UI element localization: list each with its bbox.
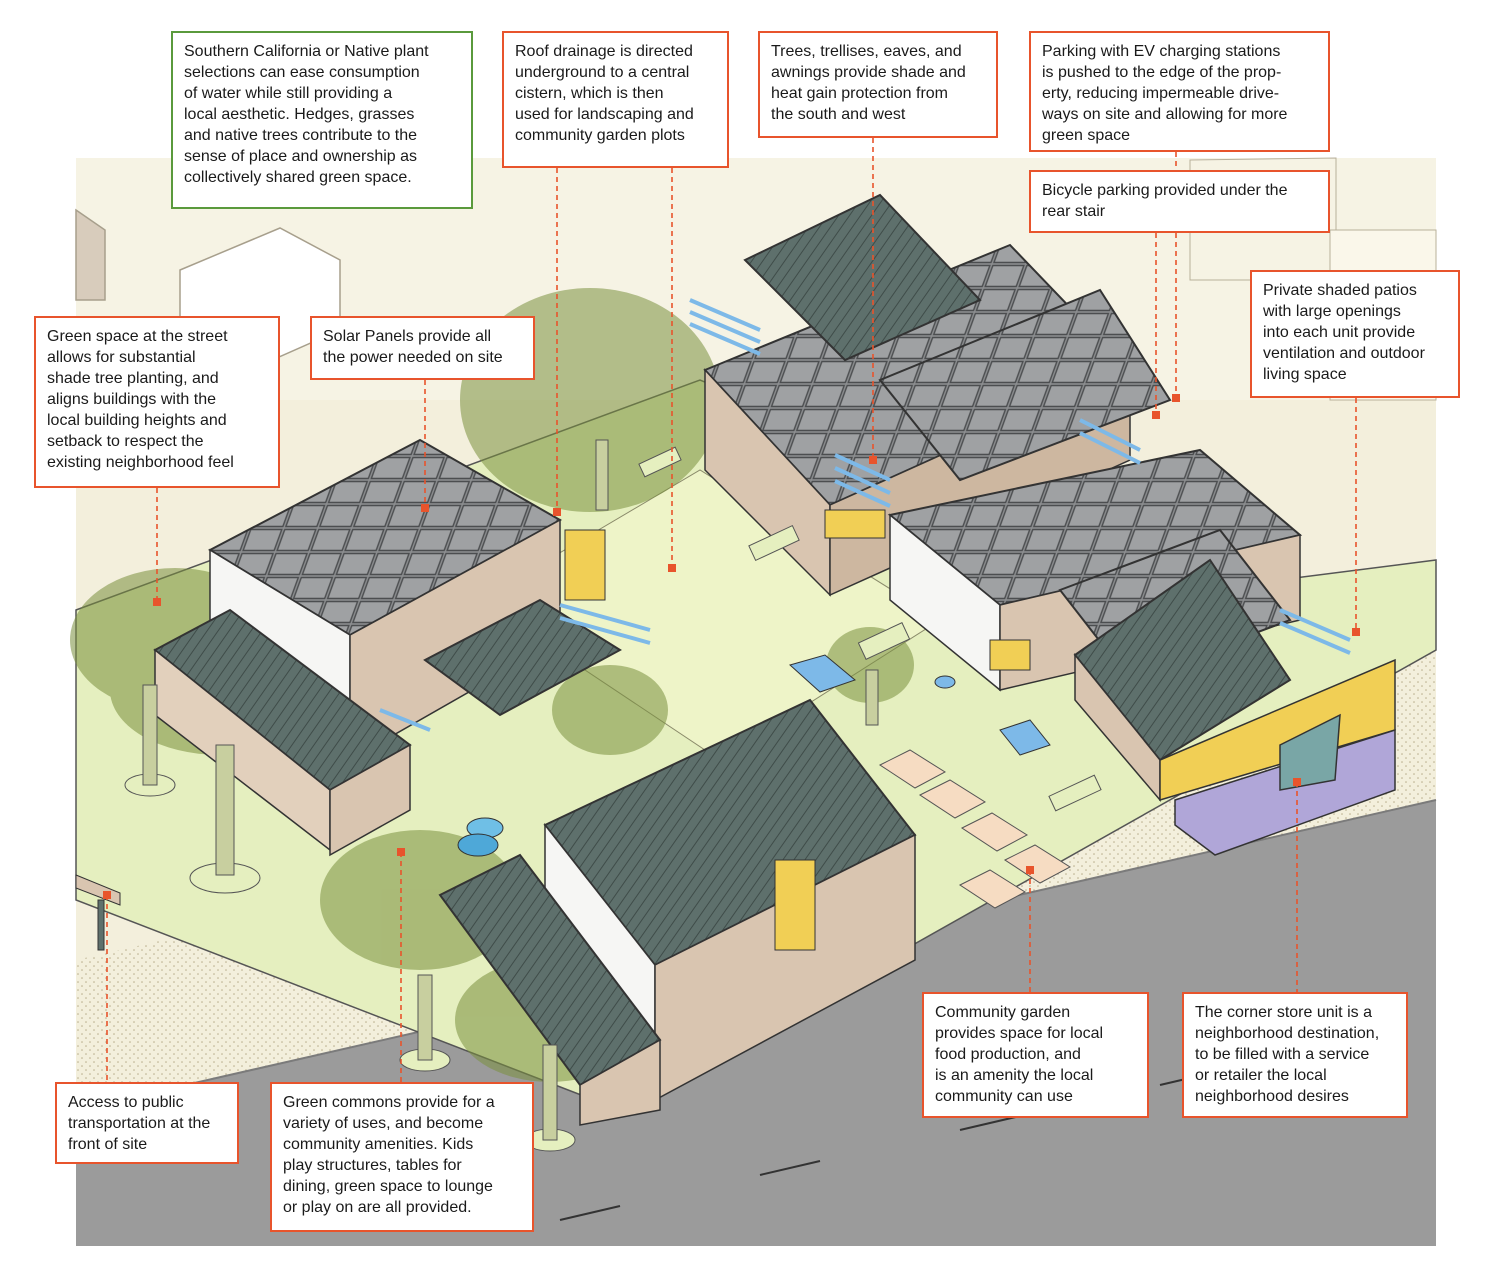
callout-ev-parking: Parking with EV charging stations is pus…: [1029, 31, 1330, 152]
callout-green-commons: Green commons provide for a variety of u…: [270, 1082, 534, 1232]
callout-public-transit-text: Access to public transportation at the f…: [68, 1094, 211, 1153]
tree-trunks: [124, 439, 879, 1152]
callout-green-commons-text: Green commons provide for a variety of u…: [283, 1094, 495, 1216]
site-furniture: [457, 446, 1102, 857]
callout-solar-panels: Solar Panels provide all the power neede…: [310, 316, 535, 380]
callout-community-garden-text: Community garden provides space for loca…: [935, 1004, 1104, 1105]
callout-shade: Trees, trellises, eaves, and awnings pro…: [758, 31, 998, 138]
leader-lines: [106, 138, 1357, 1082]
callout-public-transit: Access to public transportation at the f…: [55, 1082, 239, 1164]
callout-street-green-space: Green space at the street allows for sub…: [34, 316, 280, 488]
garden-plots: [878, 749, 1071, 909]
callout-roof-drainage-text: Roof drainage is directed underground to…: [515, 43, 694, 144]
building-west: [153, 438, 622, 857]
building-south: [438, 698, 917, 1126]
callout-native-plants-text: Southern California or Native plant sele…: [184, 43, 429, 186]
callout-community-garden: Community garden provides space for loca…: [922, 992, 1149, 1118]
callout-private-patios-text: Private shaded patios with large opening…: [1263, 282, 1425, 383]
callout-bicycle-parking-text: Bicycle parking provided under the rear …: [1042, 182, 1288, 220]
building-north: [703, 193, 1303, 692]
callout-corner-store-text: The corner store unit is a neighborhood …: [1195, 1004, 1380, 1105]
building-corner-store: [1073, 558, 1396, 856]
callout-street-green-space-text: Green space at the street allows for sub…: [47, 328, 234, 471]
callout-native-plants: Southern California or Native plant sele…: [171, 31, 473, 209]
callout-private-patios: Private shaded patios with large opening…: [1250, 270, 1460, 398]
callout-shade-text: Trees, trellises, eaves, and awnings pro…: [771, 43, 966, 123]
callout-solar-panels-text: Solar Panels provide all the power neede…: [323, 328, 503, 366]
callout-roof-drainage: Roof drainage is directed underground to…: [502, 31, 729, 168]
leader-endpoints: [103, 394, 1360, 899]
callout-ev-parking-text: Parking with EV charging stations is pus…: [1042, 43, 1288, 144]
trellises: [379, 298, 1351, 732]
callout-bicycle-parking: Bicycle parking provided under the rear …: [1029, 170, 1330, 233]
callout-corner-store: The corner store unit is a neighborhood …: [1182, 992, 1408, 1118]
